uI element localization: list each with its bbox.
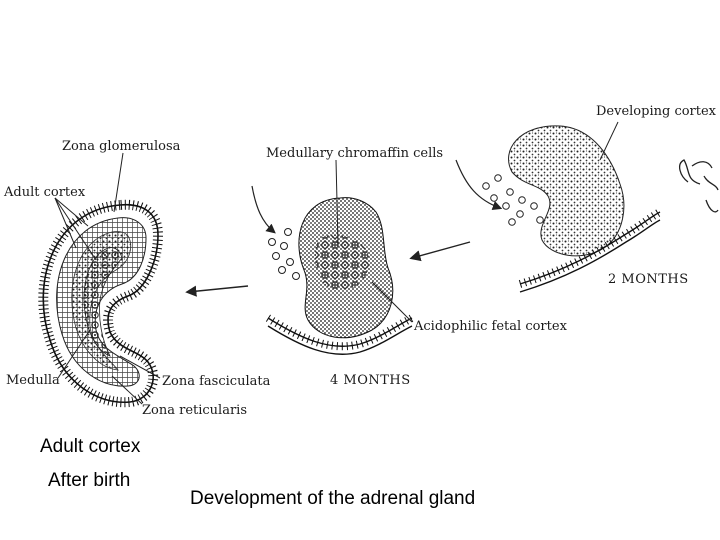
migrating-chromaffin-cells-4mo: [268, 228, 300, 280]
label-developing-cortex: Developing cortex: [596, 104, 717, 119]
medulla-cells-4mo: [314, 234, 369, 290]
label-zona-glomerulosa: Zona glomerulosa: [62, 139, 181, 154]
migrating-cells-2mo: [482, 174, 544, 226]
two-months-drawing: [455, 121, 719, 293]
migration-arrow-2mo: [455, 159, 503, 211]
caption-after-birth: After birth: [48, 470, 131, 491]
vessel-2mo: [519, 211, 661, 285]
label-zona-fasciculata: Zona fasciculata: [162, 374, 271, 389]
vessel-4mo: [267, 317, 413, 347]
arrow-to-adult: [185, 285, 249, 297]
arrow-to-four-months: [409, 241, 471, 262]
developing-cortex-2mo: [508, 125, 625, 257]
label-acidophilic-fetal-cortex: Acidophilic fetal cortex: [413, 319, 568, 334]
adult-gland-drawing: [38, 152, 164, 408]
label-medullary-chromaffin-cells: Medullary chromaffin cells: [266, 146, 443, 161]
label-zona-reticularis: Zona reticularis: [142, 403, 247, 418]
label-adult-cortex: Adult cortex: [3, 185, 86, 200]
label-two-months: 2 MONTHS: [608, 272, 689, 287]
migration-arrow-4mo: [251, 185, 276, 234]
adult-medulla-region: [83, 247, 123, 357]
caption-adult-cortex: Adult cortex: [40, 436, 141, 457]
label-medulla: Medulla: [6, 373, 60, 388]
adult-capsule-outer: [42, 203, 159, 403]
four-months-drawing: [251, 159, 414, 355]
artist-signature: [678, 159, 719, 213]
caption-title: Development of the adrenal gland: [190, 488, 476, 509]
label-four-months: 4 MONTHS: [330, 373, 411, 388]
